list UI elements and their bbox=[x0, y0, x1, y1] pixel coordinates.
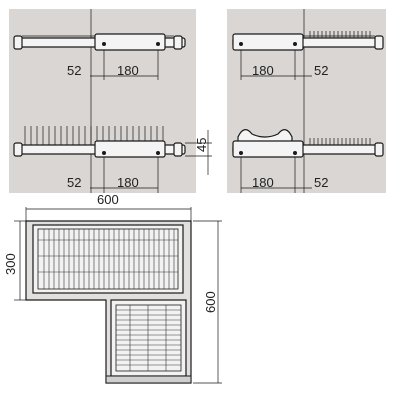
panel-top-left: 52 180 bbox=[9, 9, 196, 113]
dim-left-offset: 52 bbox=[67, 175, 81, 190]
dim-right-offset: 52 bbox=[314, 175, 328, 190]
dim-depth-right: 600 bbox=[203, 291, 218, 313]
dim-height: 45 bbox=[194, 138, 209, 152]
corner-plan-view: 600 300 600 bbox=[3, 192, 222, 384]
panel-background bbox=[227, 9, 386, 113]
width-dimension bbox=[25, 207, 192, 222]
upper-basket bbox=[32, 224, 184, 294]
basket-front-rail bbox=[105, 375, 192, 384]
lower-basket bbox=[105, 299, 192, 384]
dim-right-offset: 52 bbox=[314, 63, 328, 78]
dim-depth-left: 300 bbox=[3, 253, 18, 275]
panel-mid-left: 52 180 45 bbox=[9, 113, 212, 193]
dish-holder-rods bbox=[309, 31, 371, 38]
rail-assembly bbox=[232, 140, 384, 158]
panel-background bbox=[9, 9, 196, 113]
dim-spacing: 180 bbox=[252, 175, 274, 190]
rail-assembly bbox=[232, 33, 384, 51]
dim-left-offset: 52 bbox=[67, 63, 81, 78]
dim-spacing: 180 bbox=[252, 63, 274, 78]
rail-assembly bbox=[13, 140, 186, 158]
dish-holder-rods bbox=[309, 138, 371, 145]
panel-mid-right: 180 52 bbox=[227, 113, 386, 193]
dim-width: 600 bbox=[97, 192, 119, 207]
dimension-lines bbox=[240, 50, 312, 80]
dim-spacing: 180 bbox=[117, 175, 139, 190]
dimension-lines bbox=[90, 130, 212, 193]
dimension-lines bbox=[240, 157, 312, 193]
panel-top-right: 180 52 bbox=[227, 9, 386, 113]
rail-assembly bbox=[13, 33, 186, 51]
dim-spacing: 180 bbox=[117, 63, 139, 78]
dimension-lines bbox=[90, 50, 159, 80]
right-depth-dimension bbox=[193, 220, 222, 384]
